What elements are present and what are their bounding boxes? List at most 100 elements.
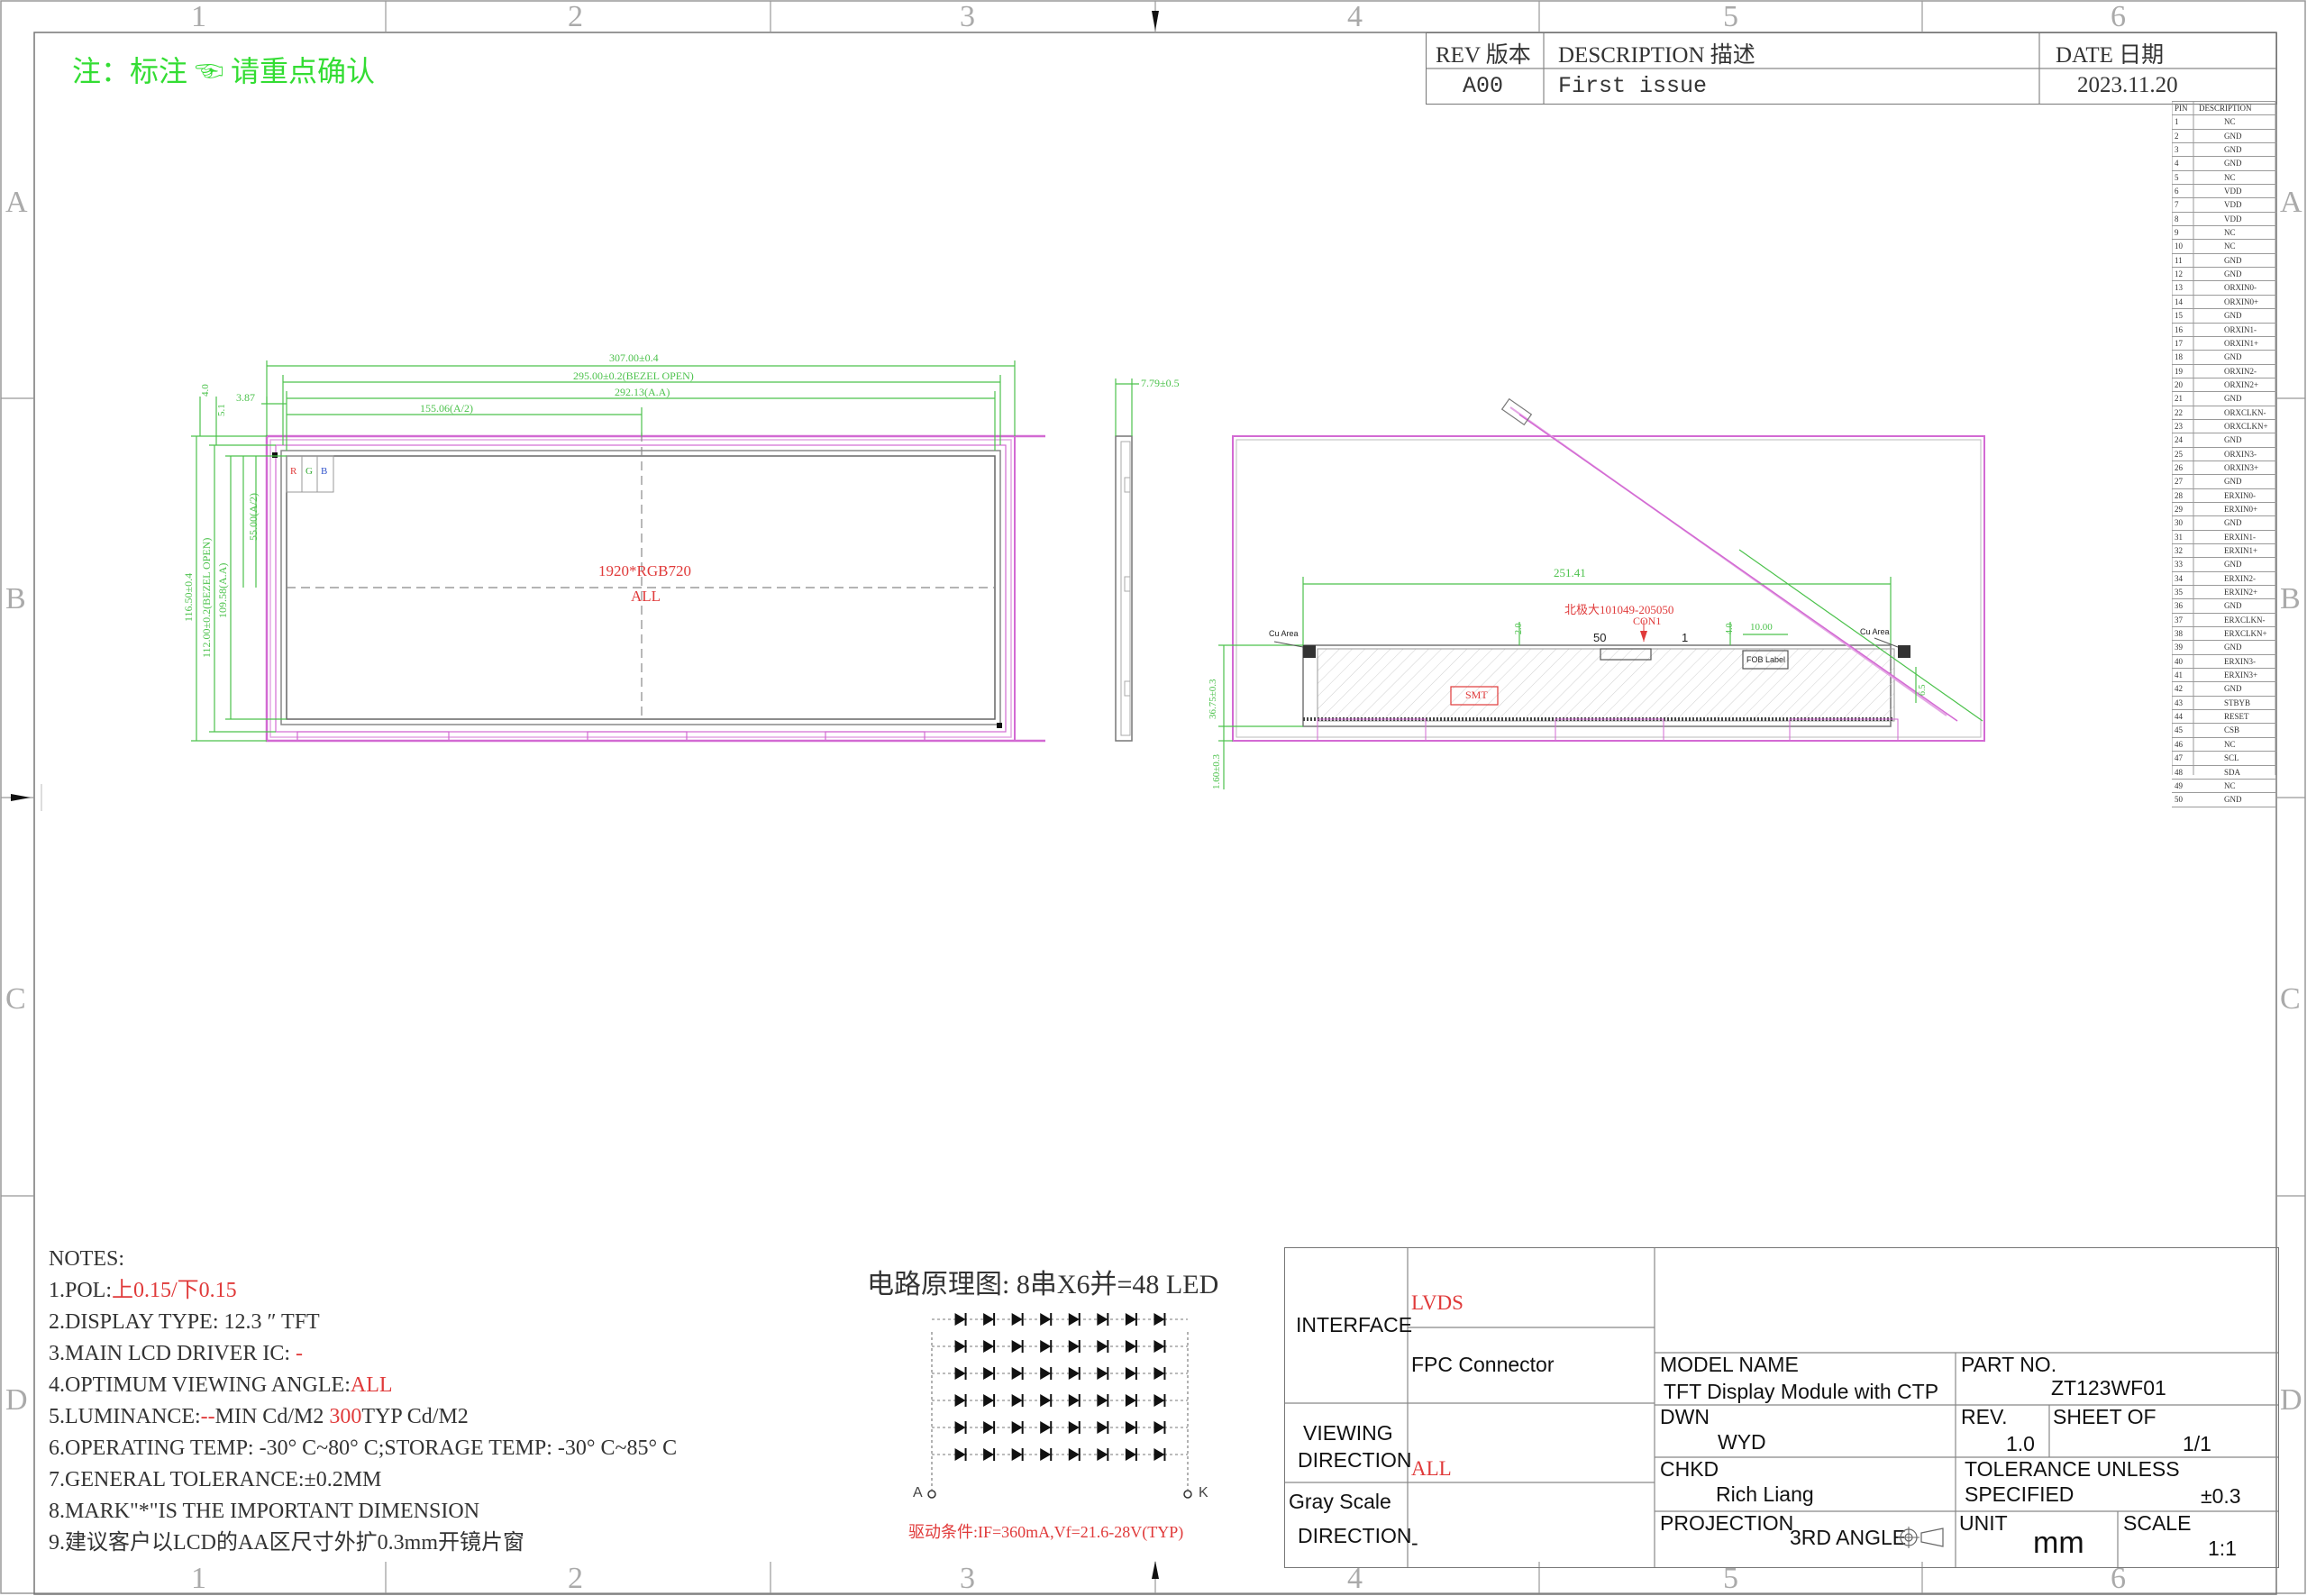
pin-number: 23 (2175, 421, 2183, 431)
pin-number: 24 (2175, 435, 2183, 445)
pin-number: 38 (2175, 629, 2183, 639)
led-diode-icon (954, 1448, 966, 1461)
pin-number: 33 (2175, 560, 2183, 570)
pin-number: 32 (2175, 546, 2183, 555)
notes-heading: NOTES: (49, 1247, 124, 1271)
pin-description: GND (2224, 311, 2242, 321)
scale-label: SCALE (2123, 1511, 2192, 1535)
grid-row-a-right: A (2280, 186, 2302, 219)
grid-col-1: 1 (191, 0, 206, 33)
pin-description: GND (2224, 269, 2242, 279)
led-circuit-title: 电路原理图: 8串X6并=48 LED (867, 1270, 1219, 1300)
pin-number: 13 (2175, 283, 2183, 293)
dim-thickness: 7.79±0.5 (1141, 377, 1180, 389)
pin-description: NC (2224, 228, 2236, 238)
pin-description: GND (2224, 795, 2242, 805)
pin-number: 37 (2175, 615, 2183, 625)
note-1: 1.POL:上0.15/下0.15 (49, 1275, 842, 1307)
pin-number: 30 (2175, 518, 2183, 528)
cu-area-left: Cu Area (1269, 629, 1299, 638)
pin-description: NC (2224, 739, 2236, 749)
note-4: 4.OPTIMUM VIEWING ANGLE:ALL (49, 1370, 842, 1401)
chkd-value: Rich Liang (1716, 1482, 1814, 1506)
pin-number: 31 (2175, 532, 2183, 542)
grid-row-b-right: B (2280, 582, 2301, 616)
dim-fpc-length: 251.41 (1554, 566, 1586, 579)
area-label: ALL (631, 588, 661, 605)
note-9-text: 9.建议客户以LCD的AA区尺寸外扩0.3mm开镜片窗 (49, 1531, 524, 1555)
pin-last-label: 1 (1682, 631, 1689, 644)
pin-number: 49 (2175, 780, 2183, 790)
led-anode-label: A (913, 1485, 923, 1500)
pin-description: ORXIN2+ (2224, 379, 2259, 389)
dim-bottom-gap: 1.60±0.3 (1211, 753, 1222, 789)
pin-description: ORXIN2- (2224, 366, 2257, 376)
led-diode-icon (983, 1394, 995, 1407)
pin-description: GND (2224, 394, 2242, 404)
pin-number: 48 (2175, 767, 2183, 777)
note-7: 7.GENERAL TOLERANCE:±0.2MM (49, 1464, 842, 1496)
led-diode-icon (1068, 1367, 1080, 1380)
note-4-text: 4.OPTIMUM VIEWING ANGLE: (49, 1373, 351, 1397)
viewing-value: ALL (1411, 1457, 1452, 1480)
pin-number: 18 (2175, 352, 2183, 362)
viewing-label-1: VIEWING (1303, 1421, 1393, 1445)
pin-number: 20 (2175, 379, 2183, 389)
led-diode-icon (983, 1421, 995, 1434)
led-diode-icon (1068, 1421, 1080, 1434)
pin-description: CSB (2224, 725, 2240, 735)
pin-number: 14 (2175, 296, 2183, 306)
led-circuit-diagram (927, 1313, 1192, 1499)
note-5: 5.LUMINANCE:--MIN Cd/M2 300TYP Cd/M2 (49, 1401, 842, 1433)
rgb-g: G (305, 466, 313, 477)
sheet-value: 1/1 (2183, 1432, 2211, 1455)
part-no-value: ZT123WF01 (2051, 1376, 2166, 1400)
pin-header: PIN (2175, 104, 2188, 113)
led-diode-icon (1125, 1421, 1136, 1434)
led-diode-icon (983, 1367, 995, 1380)
pin-description: GND (2224, 684, 2242, 694)
grid-row-b: B (5, 582, 26, 616)
pin-description: GND (2224, 159, 2242, 169)
date-header: DATE 日期 (2056, 43, 2165, 68)
pin-number: 7 (2175, 200, 2179, 210)
grid-col-2: 2 (568, 0, 583, 33)
note-1-value: 上0.15/下0.15 (112, 1279, 237, 1302)
led-diode-icon (983, 1448, 995, 1461)
grid-col-2-bottom: 2 (568, 1562, 583, 1595)
note-4-value: ALL (350, 1373, 393, 1397)
fob-label: FOB Label (1746, 655, 1786, 664)
note-5-text: 5.LUMINANCE: (49, 1405, 201, 1428)
pin-description: NC (2224, 172, 2236, 182)
pin-number: 41 (2175, 670, 2183, 680)
model-name-value: TFT Display Module with CTP (1664, 1380, 1939, 1403)
note-5-min-value: -- (200, 1405, 215, 1428)
interface-label: INTERFACE (1296, 1313, 1413, 1336)
resolution-label: 1920*RGB720 (598, 562, 691, 579)
led-diode-icon (1068, 1313, 1080, 1326)
led-cathode-label: K (1199, 1485, 1208, 1500)
pin-number: 42 (2175, 684, 2183, 694)
pin-number: 19 (2175, 366, 2183, 376)
led-diode-icon (1011, 1313, 1023, 1326)
led-diode-icon (1097, 1340, 1108, 1353)
pin-number: 36 (2175, 601, 2183, 611)
